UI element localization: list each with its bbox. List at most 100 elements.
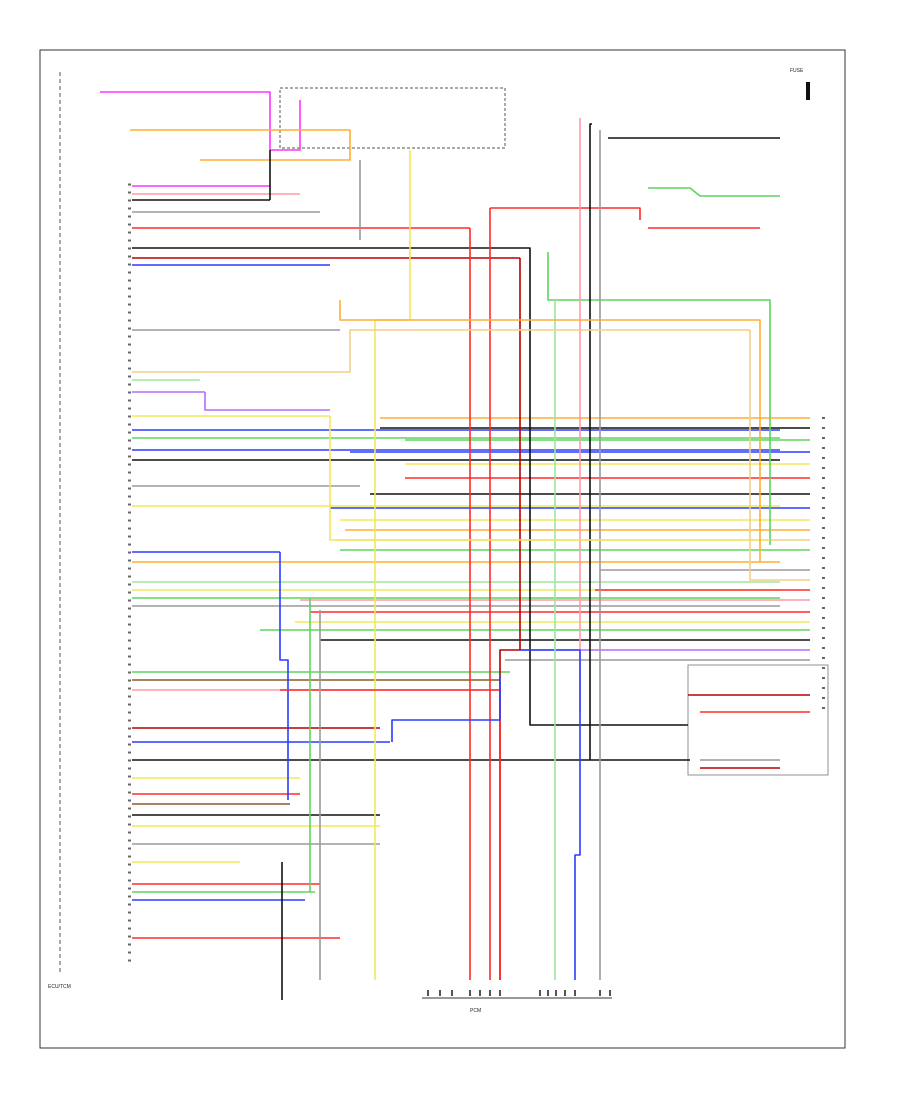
terminal-mark [822,597,825,599]
pin-mark [128,199,131,202]
terminal-mark [822,427,825,429]
pin-mark [128,407,131,410]
terminal-mark [822,487,825,489]
terminal-mark [822,497,825,499]
pin-mark [128,439,131,442]
terminal-mark [822,557,825,559]
wire-blue-78 [279,552,289,800]
terminal-mark [822,477,825,479]
pin-mark [128,319,131,322]
pcm-terminal-mark [469,990,471,996]
pin-mark [128,887,131,890]
pin-label-group [128,183,825,996]
pin-mark [128,303,131,306]
pin-mark [128,207,131,210]
terminal-mark [822,587,825,589]
pcm-terminal-mark [539,990,541,996]
pin-mark [128,399,131,402]
junction-box-top [279,87,506,149]
pin-mark [128,807,131,810]
pin-mark [128,639,131,642]
terminal-mark [822,527,825,529]
pin-mark [128,911,131,914]
pin-mark [128,367,131,370]
pin-mark [128,679,131,682]
pin-mark [128,951,131,954]
terminal-mark [822,567,825,569]
pin-mark [128,935,131,938]
pin-mark [128,799,131,802]
terminal-mark [822,537,825,539]
terminal-mark [822,707,825,709]
pcm-terminal-mark [599,990,601,996]
pin-mark [128,735,131,738]
pin-mark [128,599,131,602]
pin-mark [128,471,131,474]
pin-mark [128,191,131,194]
pin-mark [128,631,131,634]
terminal-mark [822,607,825,609]
pin-mark [128,511,131,514]
terminal-mark [822,547,825,549]
wire-green-69 [547,252,771,545]
pin-mark [128,719,131,722]
wire-tan-82 [300,329,810,581]
pin-mark [128,671,131,674]
pcm-terminal-mark [439,990,441,996]
pin-mark [128,431,131,434]
pin-mark [128,855,131,858]
pin-mark [128,655,131,658]
pin-mark [128,903,131,906]
pin-mark [128,823,131,826]
pin-mark [128,231,131,234]
wire-violet-79 [204,392,330,411]
pin-mark [128,287,131,290]
pin-mark [128,607,131,610]
pin-mark [128,351,131,354]
pin-mark [128,959,131,962]
terminal-mark [822,517,825,519]
pcm-terminal-mark [427,990,429,996]
pin-mark [128,255,131,258]
pin-mark [128,423,131,426]
terminal-mark [822,617,825,619]
pin-mark [128,503,131,506]
wire-yellow-80 [329,416,770,541]
pin-mark [128,623,131,626]
pin-mark [128,327,131,330]
pin-mark [128,495,131,498]
fuse-symbol-icon [806,82,810,100]
pin-mark [128,567,131,570]
wire-black-71 [520,247,688,726]
terminal-mark [822,687,825,689]
pin-mark [128,343,131,346]
wire-orange-81 [339,300,761,562]
pcm-bottom-label: PCM [470,1008,481,1014]
pin-mark [128,463,131,466]
fuse-top-right-label: FUSE [790,68,804,74]
wire-group [100,91,810,1000]
pin-mark [128,647,131,650]
pin-mark [128,919,131,922]
pin-mark [128,183,131,186]
pin-mark [128,615,131,618]
pin-mark [128,575,131,578]
pin-mark [128,663,131,666]
pin-mark [128,215,131,218]
terminal-mark [822,457,825,459]
pcm-terminal-mark [547,990,549,996]
pin-mark [128,839,131,842]
terminal-mark [822,677,825,679]
wire-green-91 [648,187,780,197]
pin-mark [128,271,131,274]
pin-mark [128,943,131,946]
terminal-mark [822,697,825,699]
pin-mark [128,863,131,866]
pin-mark [128,519,131,522]
pin-mark [128,239,131,242]
terminal-mark [822,657,825,659]
pin-mark [128,775,131,778]
pin-mark [128,311,131,314]
pin-mark [128,759,131,762]
terminal-mark [822,637,825,639]
